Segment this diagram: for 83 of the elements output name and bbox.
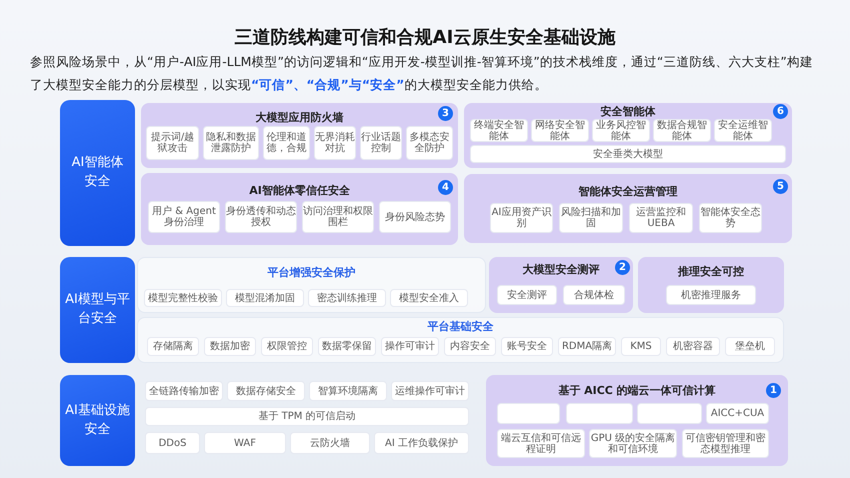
diagram-title: 三道防线构建可信和合规AI云原生安全基础设施 — [234, 27, 616, 49]
capability-tile: 多模态安全防护 — [406, 126, 453, 160]
capability-tile: 机密容器 — [666, 337, 720, 356]
panel-heading: 大模型安全测评 — [522, 263, 600, 276]
module-panel — [489, 257, 633, 313]
capability-tile: 存储隔离 — [147, 337, 199, 356]
capability-tile: 模型混淆加固 — [226, 289, 304, 307]
capability-tile: 合规体检 — [563, 285, 625, 305]
number-badge: 1 — [766, 383, 781, 398]
capability-tile: 数据合规智能体 — [653, 119, 711, 142]
number-badge: 5 — [773, 179, 788, 194]
number-badge: 4 — [438, 180, 453, 195]
panel-heading: 推理安全可控 — [678, 265, 744, 278]
capability-tile: 基于 TPM 的可信启动 — [145, 407, 469, 426]
capability-tile: 访问治理和权限围栏 — [302, 201, 374, 233]
capability-tile: 账号安全 — [501, 337, 553, 356]
capability-tile: 网络安全智能体 — [531, 119, 589, 142]
capability-tile: 行业话题控制 — [360, 126, 402, 160]
intro-paragraph: 参照风险场景中，从“用户-AI应用-LLM模型”的访问逻辑和“应用开发-模型训推-智算环境”的技术栈维度，通过“三道防线、六大支柱”构建了大模型安全能力的分层模型，以实现“可信”、“合规”与“安全”的大模型安全能力供给。 — [30, 53, 814, 94]
capability-tile: 运维操作可审计 — [391, 381, 469, 401]
capability-tile: 模型安全准入 — [390, 289, 468, 307]
capability-tile: 安全垂类大模型 — [470, 145, 786, 163]
panel-heading: 安全智能体 — [600, 105, 656, 118]
capability-tile: 堡垒机 — [725, 337, 775, 356]
module-panel — [464, 174, 792, 243]
number-badge: 6 — [773, 104, 788, 119]
module-panel — [638, 257, 784, 313]
number-badge: 3 — [438, 106, 453, 121]
capability-tile: AICC+CUA — [706, 403, 769, 424]
layer-pillar: AI模型与平台安全 — [60, 257, 135, 363]
capability-tile: 伦理和道德，合规 — [263, 126, 310, 160]
capability-tile: 模型完整性校验 — [144, 289, 222, 307]
capability-tile: AI 工作负载保护 — [374, 432, 469, 454]
capability-tile: 操作可审计 — [381, 337, 439, 356]
capability-tile: 运营监控和UEBA — [629, 203, 693, 233]
capability-tile: 安全测评 — [497, 285, 557, 305]
module-panel — [486, 375, 788, 466]
capability-tile: 智算环境隔离 — [309, 381, 387, 401]
layer-pillar: AI智能体安全 — [60, 100, 135, 246]
capability-tile: 全链路传输加密 — [145, 381, 223, 401]
capability-tile: WAF — [204, 432, 286, 454]
capability-tile: 权限管控 — [261, 337, 313, 356]
capability-tile: 机密推理服务 — [666, 285, 756, 305]
module-panel — [141, 103, 458, 168]
layer-pillar: AI基础设施安全 — [60, 375, 135, 466]
panel-heading: AI智能体零信任安全 — [249, 184, 350, 197]
capability-tile: 用户 & Agent身份治理 — [148, 201, 220, 233]
capability-tile: 风险扫描和加固 — [559, 203, 623, 233]
capability-tile: DDoS — [145, 432, 200, 454]
capability-tile — [497, 403, 560, 424]
capability-tile: 隐私和数据泄露防护 — [203, 126, 259, 160]
module-panel — [141, 173, 458, 245]
capability-tile: 可信密钥管理和密态模型推理 — [682, 429, 769, 458]
capability-tile — [637, 403, 702, 424]
number-badge: 2 — [615, 260, 630, 275]
capability-tile: GPU 级的安全隔离和可信环境 — [589, 429, 677, 458]
capability-tile: AI应用资产识别 — [490, 203, 553, 233]
capability-tile: 业务风控智能体 — [592, 119, 650, 142]
capability-tile: 身份透传和动态授权 — [225, 201, 297, 233]
capability-tile: RDMA隔离 — [558, 337, 616, 356]
module-panel — [464, 103, 792, 168]
capability-tile: 智能体安全态势 — [699, 203, 762, 233]
capability-tile: 身份风险态势 — [379, 201, 451, 233]
capability-tile: 数据存储安全 — [227, 381, 305, 401]
panel-heading: 智能体安全运营管理 — [578, 185, 678, 198]
module-panel — [137, 257, 486, 313]
panel-heading: 平台增强安全保护 — [268, 266, 356, 279]
capability-tile: 终端安全智能体 — [470, 119, 528, 142]
module-panel — [137, 317, 784, 363]
panel-heading: 大模型应用防火墙 — [256, 111, 344, 124]
capability-tile: 密态训练推理 — [308, 289, 386, 307]
capability-tile: 数据零保留 — [318, 337, 376, 356]
capability-tile: KMS — [621, 337, 661, 356]
capability-tile: 云防火墙 — [290, 432, 370, 454]
capability-tile: 端云互信和可信远程证明 — [497, 429, 585, 458]
panel-heading: 基于 AICC 的端云一体可信计算 — [558, 384, 716, 397]
panel-heading: 平台基础安全 — [428, 320, 494, 333]
capability-tile — [566, 403, 633, 424]
capability-tile: 无界消耗对抗 — [314, 126, 356, 160]
capability-tile: 安全运维智能体 — [714, 119, 772, 142]
capability-tile: 数据加密 — [204, 337, 256, 356]
capability-tile: 提示词/越狱攻击 — [146, 126, 199, 160]
capability-tile: 内容安全 — [444, 337, 496, 356]
